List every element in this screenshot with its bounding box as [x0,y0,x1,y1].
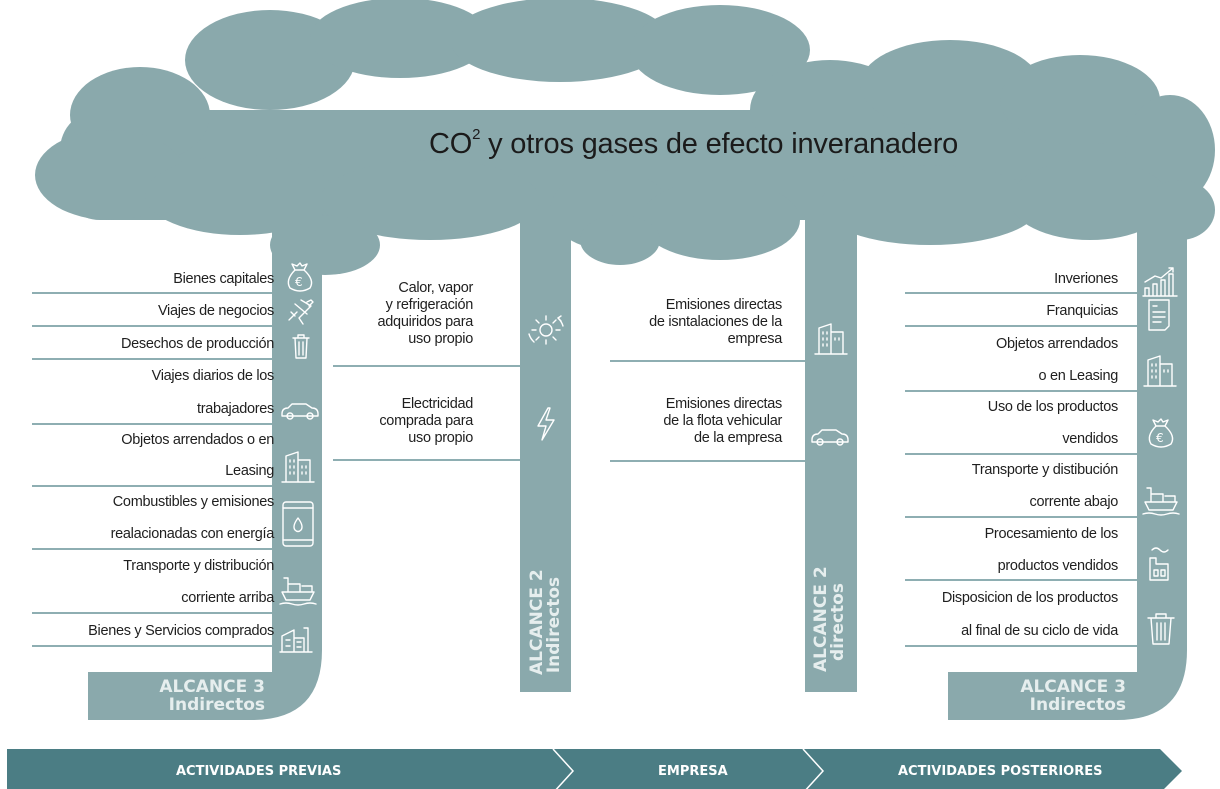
smokestack-factory-icon [1149,547,1169,581]
cloud-shape [35,0,1215,720]
scope1-label: ALCANCE 2 directos [811,566,848,672]
factory-icon [279,627,313,653]
list-item: Bienes y Servicios comprados [88,623,274,639]
list-item: Leasing [225,463,274,479]
cloud-title: CO2 y otros gases de efecto inveranadero [429,126,959,160]
lightning-icon [537,407,555,441]
list-item: Franquicias [1046,303,1118,319]
list-item: Transporte y distibución [971,462,1119,478]
building-icon [814,323,848,355]
car-icon [811,429,849,446]
money-bag-euro-icon: € [1148,418,1174,448]
list-item: corriente arriba [181,590,274,606]
scope1-installations-block: Emisiones directas de isntalaciones de l… [649,297,782,347]
money-bag-euro-icon: € [287,262,313,292]
list-item: Transporte y distribución [123,558,274,574]
airplane-icon [288,299,314,325]
growth-chart-icon [1142,267,1178,297]
list-item: productos vendidos [997,558,1119,574]
list-item: o en Leasing [1038,368,1119,384]
scope3-downstream-label: ALCANCE 3 Indirectos [1020,677,1126,715]
list-item: realacionadas con energía [110,526,275,542]
activity-arrows [7,749,1182,789]
building-icon [281,451,315,483]
building-icon [1143,355,1177,387]
arrow-label-previous: ACTIVIDADES PREVIAS [176,764,342,779]
scope1-fleet-block: Emisiones directas de la flota vehicular… [663,396,782,446]
list-item: Inveriones [1054,271,1118,287]
scope2-label: ALCANCE 2 Indirectos [527,569,564,675]
oil-barrel-icon [282,501,314,547]
scope3-upstream-label: ALCANCE 3 Indirectos [159,677,265,715]
gear-cycle-icon [528,315,564,345]
cargo-ship-icon [1142,487,1180,516]
scope2-heat-block: Calor, vapor y refrigeración adquiridos … [377,280,474,347]
list-item: Viajes de negocios [157,303,274,319]
car-icon [281,403,319,420]
arrow-label-subsequent: ACTIVIDADES POSTERIORES [898,764,1103,779]
arrow-label-company: EMPRESA [658,764,728,779]
svg-text:€: € [295,275,303,289]
list-item: Procesamiento de los [984,526,1119,542]
list-item: Bienes capitales [173,271,274,287]
list-item: corrente abajo [1029,494,1119,510]
scope2-electricity-block: Electricidad comprada para uso propio [379,396,473,446]
list-item: vendidos [1062,431,1118,447]
list-item: Viajes diarios de los [151,368,275,384]
separator-lines [32,292,1137,647]
list-item: Objetos arrendados [996,336,1118,352]
list-item: Uso de los productos [987,399,1119,415]
trash-icon [292,334,310,359]
trash-icon [1147,613,1175,645]
cargo-ship-icon [279,577,317,606]
invoice-icon [1148,299,1170,331]
list-item: Combustibles y emisiones [112,494,275,510]
list-item: Desechos de producción [121,336,274,352]
list-item: trabajadores [196,401,274,417]
list-item: Objetos arrendados o en [121,432,274,448]
svg-text:€: € [1156,431,1164,445]
list-item: al final de su ciclo de vida [961,623,1118,639]
list-item: Disposicion de los productos [941,590,1118,606]
